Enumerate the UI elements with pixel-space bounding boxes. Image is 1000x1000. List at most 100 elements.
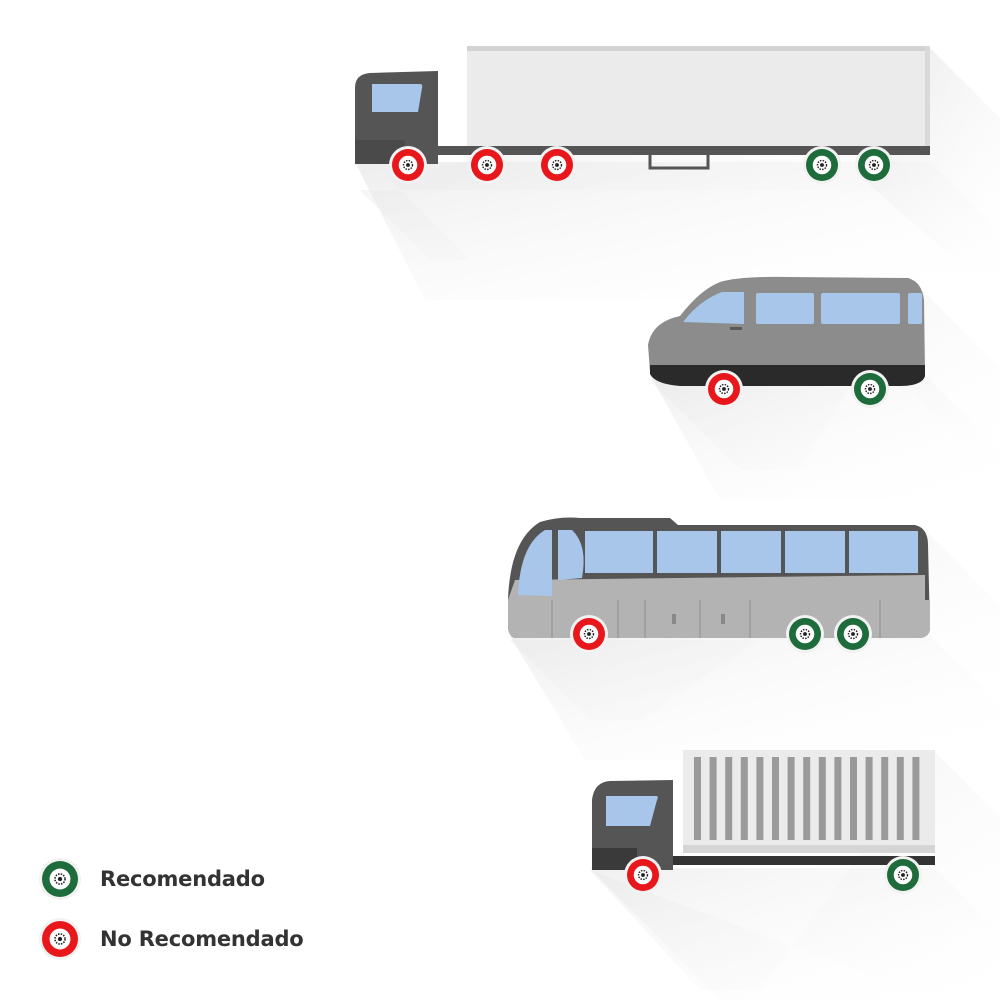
bus-wheel-3-recommended-center [851, 632, 855, 636]
bus-wheel-2-recommended-bolts [799, 628, 811, 640]
bus-under-shadow [510, 636, 1000, 760]
container-rib [818, 757, 826, 840]
van-wheel-2-recommended-center [868, 387, 872, 391]
semi-truck-wheel-5-recommended [855, 146, 893, 184]
semi-truck-wheel-2-not-recommended-center [485, 163, 489, 167]
semi-truck-wheel-3-not-recommended-bolts [551, 159, 563, 171]
container-rib [787, 757, 795, 840]
container-rib [756, 757, 764, 840]
red-tire-icon [39, 918, 81, 960]
legend-red-tire-center [57, 936, 63, 942]
bus-panel-lines [551, 600, 881, 638]
van-rear-window [908, 293, 922, 324]
box-truck-cab-window [606, 796, 658, 826]
semi-truck-wheel-1-not-recommended-bolts [402, 159, 414, 171]
semi-truck-under-shadow [355, 162, 1000, 300]
semi-truck-wheel-2-not-recommended [468, 146, 506, 184]
van-window-2 [821, 293, 900, 324]
container-rib [865, 757, 873, 840]
box-truck-wheel-1-not-recommended-center [641, 873, 645, 877]
semi-trailer-side-edge [925, 46, 930, 146]
bus-window-1 [585, 531, 653, 573]
bus-lower-body [508, 600, 930, 638]
legend-not-recommended-label: No Recomendado [100, 927, 304, 951]
semi-truck-wheel-4-recommended [803, 146, 841, 184]
legend-red-tire [39, 918, 81, 960]
container-rib [912, 757, 920, 840]
van-wheel-1-not-recommended-bolts [718, 383, 730, 395]
container-rib [772, 757, 779, 840]
van [648, 276, 1000, 500]
semi-trailer [467, 46, 930, 146]
bus-window-4 [785, 531, 845, 573]
van-wheel-2-recommended [851, 370, 889, 408]
semi-truck-wheel-5-recommended-center [872, 163, 876, 167]
bus-door-window [558, 530, 584, 580]
container-rib [694, 757, 701, 840]
box-container-bottom-strip [683, 845, 935, 853]
box-truck-wheel-2-recommended-center [901, 873, 905, 877]
bus [508, 517, 1000, 760]
legend-recommended: Recomendado [38, 857, 265, 901]
semi-truck-wheel-3-not-recommended-center [555, 163, 559, 167]
bus-wheel-1-not-recommended-bolts [583, 628, 595, 640]
container-rib [850, 757, 857, 840]
box-truck-wheel-2-recommended [884, 856, 922, 894]
box-truck-wheel-2-recommended-bolts [897, 869, 909, 881]
semi-truck-wheel-2-not-recommended-bolts [481, 159, 493, 171]
container-rib [881, 757, 889, 840]
bus-window-2 [657, 531, 717, 573]
container-rib [740, 757, 748, 840]
legend-green-tire [39, 858, 81, 900]
van-under-shadow [650, 375, 1000, 500]
box-truck-bumper [592, 848, 637, 870]
bus-wheel-1-not-recommended-center [587, 632, 591, 636]
semi-landing-gear [648, 155, 710, 170]
green-tire-icon [39, 858, 81, 900]
wheels [389, 146, 922, 894]
container-rib [725, 757, 733, 840]
box-truck-chassis [670, 856, 935, 865]
box-truck [590, 750, 1000, 1000]
container-rib [896, 757, 904, 840]
van-wheel-1-not-recommended-center [722, 387, 726, 391]
semi-truck-wheel-4-recommended-bolts [816, 159, 828, 171]
semi-truck [355, 46, 1000, 300]
semi-truck-wheel-1-not-recommended [389, 146, 427, 184]
bus-latch-2 [721, 614, 725, 624]
van-door-handle [730, 327, 742, 330]
bus-window-5 [849, 531, 918, 573]
box-truck-wheel-1-not-recommended [624, 856, 662, 894]
van-wheel-1-not-recommended [705, 370, 743, 408]
box-truck-wheel-1-not-recommended-bolts [637, 869, 649, 881]
box-truck-under-shadow [590, 868, 1000, 1000]
bus-wheel-1-not-recommended [570, 615, 608, 653]
van-window-1 [756, 293, 814, 324]
semi-truck-wheel-5-recommended-bolts [868, 159, 880, 171]
bus-windshield [518, 530, 552, 596]
bus-wheel-2-recommended-center [803, 632, 807, 636]
bus-wheel-3-recommended-bolts [847, 628, 859, 640]
semi-trailer-top-strip [467, 46, 930, 51]
box-container-ribs [694, 757, 920, 840]
container-rib [834, 757, 842, 840]
semi-chassis [430, 146, 930, 155]
container-rib [803, 757, 811, 840]
legend-green-tire-bolts [54, 873, 66, 885]
legend-not-recommended: No Recomendado [38, 917, 304, 961]
van-windshield [683, 292, 744, 324]
semi-truck-wheel-3-not-recommended [538, 146, 576, 184]
bus-wheel-2-recommended [786, 615, 824, 653]
legend-green-tire-center [57, 876, 63, 882]
semi-truck-wheel-4-recommended-center [820, 163, 824, 167]
semi-cab-window [372, 84, 423, 112]
van-wheel-2-recommended-bolts [864, 383, 876, 395]
bus-window-3 [721, 531, 781, 573]
legend-red-tire-bolts [54, 933, 66, 945]
container-rib [709, 757, 717, 840]
bus-latch-1 [672, 614, 676, 624]
bus-wheel-3-recommended [834, 615, 872, 653]
legend-recommended-label: Recomendado [100, 867, 265, 891]
bus-mid-panel [508, 575, 925, 600]
